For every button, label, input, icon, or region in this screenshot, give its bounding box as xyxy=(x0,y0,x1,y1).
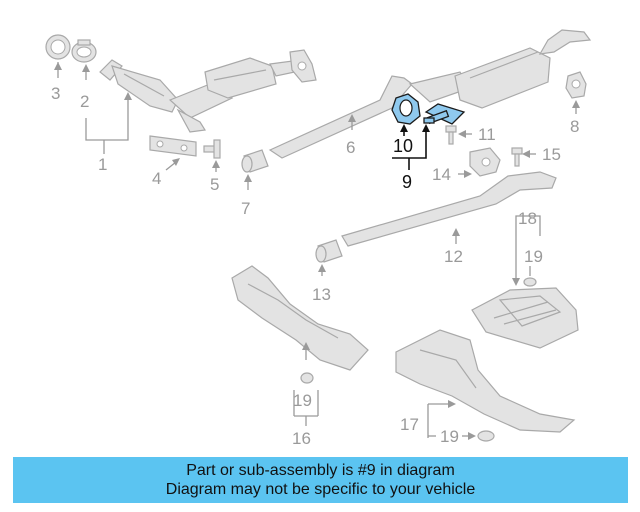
part-3-gasket[interactable] xyxy=(45,34,71,60)
part-7-sleeve[interactable] xyxy=(241,149,269,173)
callout-15: 15 xyxy=(542,145,561,164)
info-banner: Part or sub-assembly is #9 in diagram Di… xyxy=(13,457,628,503)
callout-8: 8 xyxy=(570,117,579,136)
callout-10: 10 xyxy=(393,136,413,156)
part-19-grommet-left[interactable] xyxy=(300,372,314,384)
part-4-bracket[interactable] xyxy=(149,135,197,157)
part-2-clamp[interactable] xyxy=(71,39,97,63)
rear-muffler[interactable] xyxy=(408,29,592,109)
part-16-heat-shield[interactable] xyxy=(231,265,369,371)
leader-1 xyxy=(85,96,129,141)
hanger-bracket xyxy=(289,49,317,83)
callout-5: 5 xyxy=(210,175,219,194)
callout-9: 9 xyxy=(402,172,412,192)
part-17-underbody-shield[interactable] xyxy=(395,329,576,433)
part-19-grommet-upper[interactable] xyxy=(523,277,537,287)
callout-13: 13 xyxy=(312,285,331,304)
callout-19-lower: 19 xyxy=(440,427,459,446)
callout-11: 11 xyxy=(478,125,496,144)
callout-16: 16 xyxy=(292,429,311,448)
callout-3: 3 xyxy=(51,84,60,103)
callout-6: 6 xyxy=(346,138,355,157)
part-6-intermediate-pipe[interactable] xyxy=(268,75,413,159)
part-9-hanger-bracket[interactable] xyxy=(423,103,466,125)
leader-18 xyxy=(515,215,541,236)
banner-line-1: Part or sub-assembly is #9 in diagram xyxy=(186,462,455,479)
part-1-catalytic-converter[interactable] xyxy=(99,57,305,133)
part-13-sleeve[interactable] xyxy=(315,239,343,263)
part-18-heat-shield[interactable] xyxy=(471,287,579,349)
callout-7: 7 xyxy=(241,199,250,218)
callout-1: 1 xyxy=(98,155,107,174)
part-19-grommet-lower[interactable] xyxy=(477,430,495,442)
callout-19-left: 19 xyxy=(293,391,312,410)
leader-9 xyxy=(392,130,427,159)
exhaust-parts-diagram: 3 2 1 4 5 7 xyxy=(45,29,592,448)
part-8-rubber-hanger[interactable] xyxy=(565,71,587,99)
callout-2: 2 xyxy=(80,92,89,111)
part-11-bolt[interactable] xyxy=(445,125,457,145)
part-10-insulator[interactable] xyxy=(391,93,421,125)
callout-18: 18 xyxy=(518,209,537,228)
callout-17: 17 xyxy=(400,415,419,434)
callout-12: 12 xyxy=(444,247,463,266)
callout-4: 4 xyxy=(152,169,161,188)
part-5-bolt[interactable] xyxy=(203,139,221,159)
callout-19-upper: 19 xyxy=(524,247,543,266)
banner-line-2: Diagram may not be specific to your vehi… xyxy=(165,481,476,498)
part-12-tail-pipe[interactable] xyxy=(341,171,557,247)
part-14-mount-bracket[interactable] xyxy=(469,147,501,177)
part-15-bolt[interactable] xyxy=(511,147,523,167)
callout-14: 14 xyxy=(432,165,451,184)
